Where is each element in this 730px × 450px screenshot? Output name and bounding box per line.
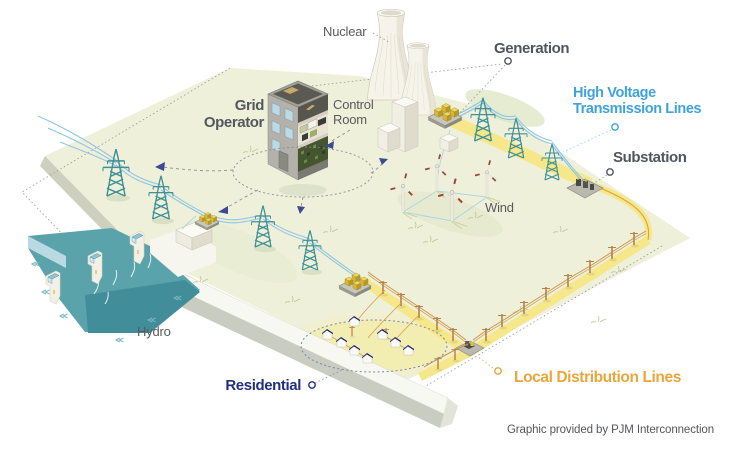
grid-operator-building	[267, 80, 329, 196]
control-signals	[155, 146, 388, 214]
transmission-towers	[102, 97, 563, 275]
labels: Nuclear Control Room Grid Operator Gener…	[137, 24, 714, 436]
residential-label: Residential	[225, 377, 301, 394]
grid-operator-label-line2: Operator	[204, 114, 265, 131]
substation-equipment	[566, 177, 604, 199]
generation-leader	[311, 63, 506, 119]
local-distribution-marker	[494, 367, 502, 375]
reactor-buildings	[377, 96, 459, 153]
hydro-dam	[28, 212, 219, 343]
generation-label: Generation	[494, 40, 569, 57]
substation-marker	[606, 168, 614, 176]
residential-area	[300, 289, 448, 373]
credit-text: Graphic provided by PJM Interconnection	[507, 424, 714, 436]
distribution-transformer	[455, 340, 485, 357]
hv-lines-label-line2: Transmission Lines	[573, 101, 702, 117]
substation-label: Substation	[613, 149, 687, 166]
nuclear-label: Nuclear	[323, 24, 367, 39]
building-cutaway	[298, 93, 328, 180]
residential-marker	[308, 381, 316, 389]
control-room-label-line2: Room	[333, 112, 367, 127]
control-room-label-line1: Control	[333, 97, 374, 112]
leader-lines	[308, 32, 619, 389]
grid-operator-label-line1: Grid	[235, 97, 264, 114]
nuclear-plant	[366, 8, 462, 153]
generation-marker	[504, 57, 512, 65]
distribution-lines	[367, 230, 647, 372]
local-distribution-label: Local Distribution Lines	[514, 369, 681, 386]
hv-lines-label-line1: High Voltage	[573, 85, 656, 101]
wind-label: Wind	[485, 200, 514, 215]
hydro-label: Hydro	[137, 324, 171, 339]
hv-lines-marker	[611, 123, 619, 131]
